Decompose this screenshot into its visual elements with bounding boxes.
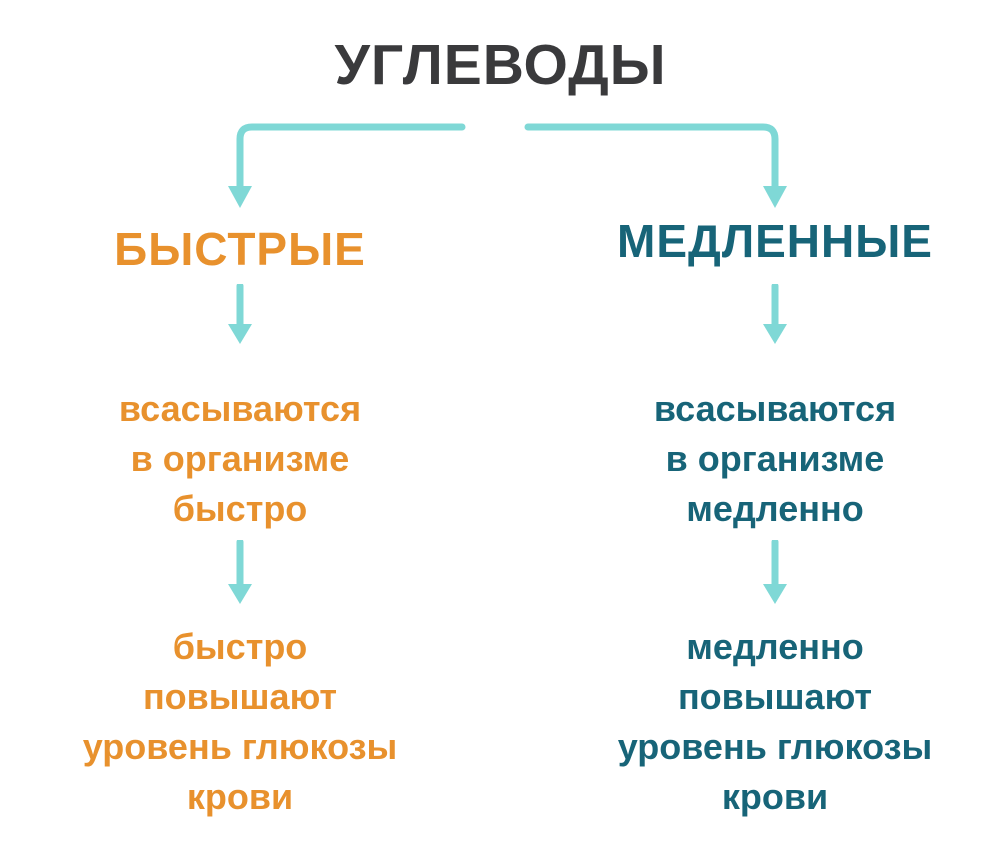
diagram-title: УГЛЕВОДЫ bbox=[334, 33, 667, 97]
step1-fast-text: всасываются в организме быстро bbox=[118, 388, 362, 529]
down-arrow-icon bbox=[763, 284, 787, 344]
branch-connector-arrows bbox=[228, 123, 787, 208]
down-arrow-icon bbox=[228, 284, 252, 344]
down-arrowhead-right-icon bbox=[763, 186, 787, 208]
step2-fast-text: быстро повышают уровень глюкозы крови bbox=[82, 626, 398, 817]
down-arrow-icon bbox=[228, 540, 252, 604]
branch-heading-slow: МЕДЛЕННЫЕ bbox=[617, 215, 933, 267]
step2-slow-text: медленно повышают уровень глюкозы крови bbox=[617, 626, 933, 817]
down-arrowhead-left-icon bbox=[228, 186, 252, 208]
step1-slow-text: всасываются в организме медленно bbox=[653, 388, 897, 529]
branch-line-right bbox=[524, 123, 779, 192]
branch-heading-fast: БЫСТРЫЕ bbox=[114, 223, 366, 275]
branch-line-left bbox=[236, 123, 466, 192]
down-arrow-icon bbox=[763, 540, 787, 604]
